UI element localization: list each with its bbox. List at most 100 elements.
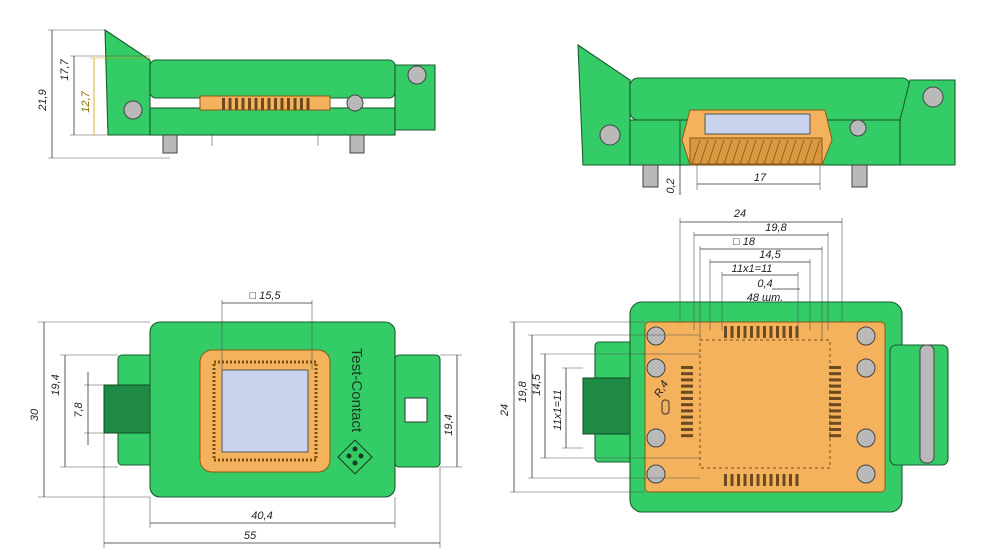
contact-bottom [795, 474, 799, 486]
screw-head [646, 428, 666, 448]
side-left-screw [123, 100, 143, 120]
hatch-line [787, 139, 797, 165]
hatch-line [707, 139, 717, 165]
hatch-line [803, 139, 813, 165]
contact-left [681, 428, 693, 431]
side-left-socket [199, 95, 331, 111]
screw-head [856, 358, 876, 378]
side-left-contact-pins [222, 98, 310, 110]
contact-pin [254, 98, 258, 110]
contact-right [829, 428, 841, 431]
contact-bottom [769, 474, 773, 486]
dim-12-7: 12,7 [80, 90, 92, 112]
hatch-line [811, 139, 821, 165]
side-right-nut-left [642, 164, 659, 188]
contact-top [795, 326, 799, 338]
side-right-contact-array [689, 137, 823, 165]
dim-15-5: □ 15,5 [249, 290, 281, 302]
hatch-line [763, 139, 773, 165]
top-view-left: Test-Contact □ 15,5 30 19,4 7,8 19,4 40,… [29, 290, 462, 548]
dim-24-left: 24 [499, 404, 511, 417]
contact-bottom [756, 474, 760, 486]
top-right-hinge [889, 344, 949, 466]
contact-top [782, 326, 786, 338]
contact-right [829, 397, 841, 400]
side-left-base [149, 107, 396, 136]
hatch-line [771, 139, 781, 165]
dim-0-2: 0,2 [665, 178, 677, 193]
contact-top [730, 326, 734, 338]
hatch-line [723, 139, 733, 165]
contact-right [829, 403, 841, 407]
dim-21-9: 21,9 [37, 89, 49, 111]
side-left-nut-left [162, 134, 178, 154]
contact-left [681, 372, 693, 376]
hatch-line [755, 139, 765, 165]
contact-left [681, 384, 693, 388]
contact-left [681, 421, 693, 425]
contact-bottom [750, 474, 753, 486]
top-view-right: R,4 24 19,8 □ 18 14,5 11x1=11 0,4 48 шт.… [499, 208, 949, 513]
dim-48-pcs: 48 шт. [747, 292, 784, 304]
top-right-screws [646, 326, 876, 484]
brand-label: Test-Contact [348, 348, 365, 433]
top-left-glass [221, 369, 309, 453]
side-left-bolt-head [346, 94, 364, 112]
contact-top [776, 326, 779, 338]
screw-head [646, 358, 666, 378]
contact-pin [293, 98, 297, 110]
contact-right [829, 390, 841, 394]
hatch-line [691, 139, 701, 165]
brand-logo-dots [337, 439, 373, 475]
contact-pin [261, 98, 264, 110]
dim-7-8: 7,8 [73, 401, 85, 417]
contact-pin [235, 98, 238, 110]
hatch-line [747, 139, 757, 165]
screw-head [856, 428, 876, 448]
contact-left [681, 397, 693, 400]
contact-pin [306, 98, 310, 110]
contact-left [681, 434, 693, 438]
screw-head [856, 464, 876, 484]
contact-top [769, 326, 773, 338]
screw-head [646, 464, 666, 484]
contact-bottom [730, 474, 734, 486]
side-left-latch [104, 28, 151, 136]
side-left-hinge-pin [407, 65, 427, 85]
contact-right [829, 384, 841, 388]
top-left-latch [103, 384, 153, 434]
top-right-contact-rows [681, 326, 841, 486]
side-right-hinge-pin [922, 86, 944, 108]
contact-left [681, 378, 693, 382]
hatch-line [795, 139, 805, 165]
dim-19-4-right: 19,4 [443, 414, 455, 435]
top-left-hinge-slot [404, 397, 428, 423]
screw-head [856, 326, 876, 346]
side-right-latch [577, 43, 631, 166]
contact-top [743, 326, 747, 338]
hatch-line [715, 139, 725, 165]
top-right-socket [644, 321, 886, 493]
contact-top [756, 326, 760, 338]
side-left-nut-right [349, 134, 365, 154]
contact-pin [280, 98, 284, 110]
dim-40-4: 40,4 [251, 510, 272, 522]
dim-19-4-left: 19,4 [50, 374, 62, 395]
side-left-hinge [394, 64, 436, 131]
contact-pin [287, 98, 290, 110]
contact-left [681, 415, 693, 419]
side-right-hatch [691, 139, 821, 165]
contact-top [789, 326, 792, 338]
contact-right [829, 409, 841, 413]
contact-right [829, 415, 841, 419]
dim-24-top: 24 [733, 208, 746, 220]
dim-19-8-left: 19,8 [517, 380, 529, 402]
contact-bottom [782, 474, 786, 486]
contact-top [750, 326, 753, 338]
contact-bottom [763, 474, 766, 486]
side-right-glass [704, 113, 811, 135]
screw-head [646, 326, 666, 346]
hatch-line [731, 139, 741, 165]
dim-19-8-top: 19,8 [765, 222, 787, 234]
